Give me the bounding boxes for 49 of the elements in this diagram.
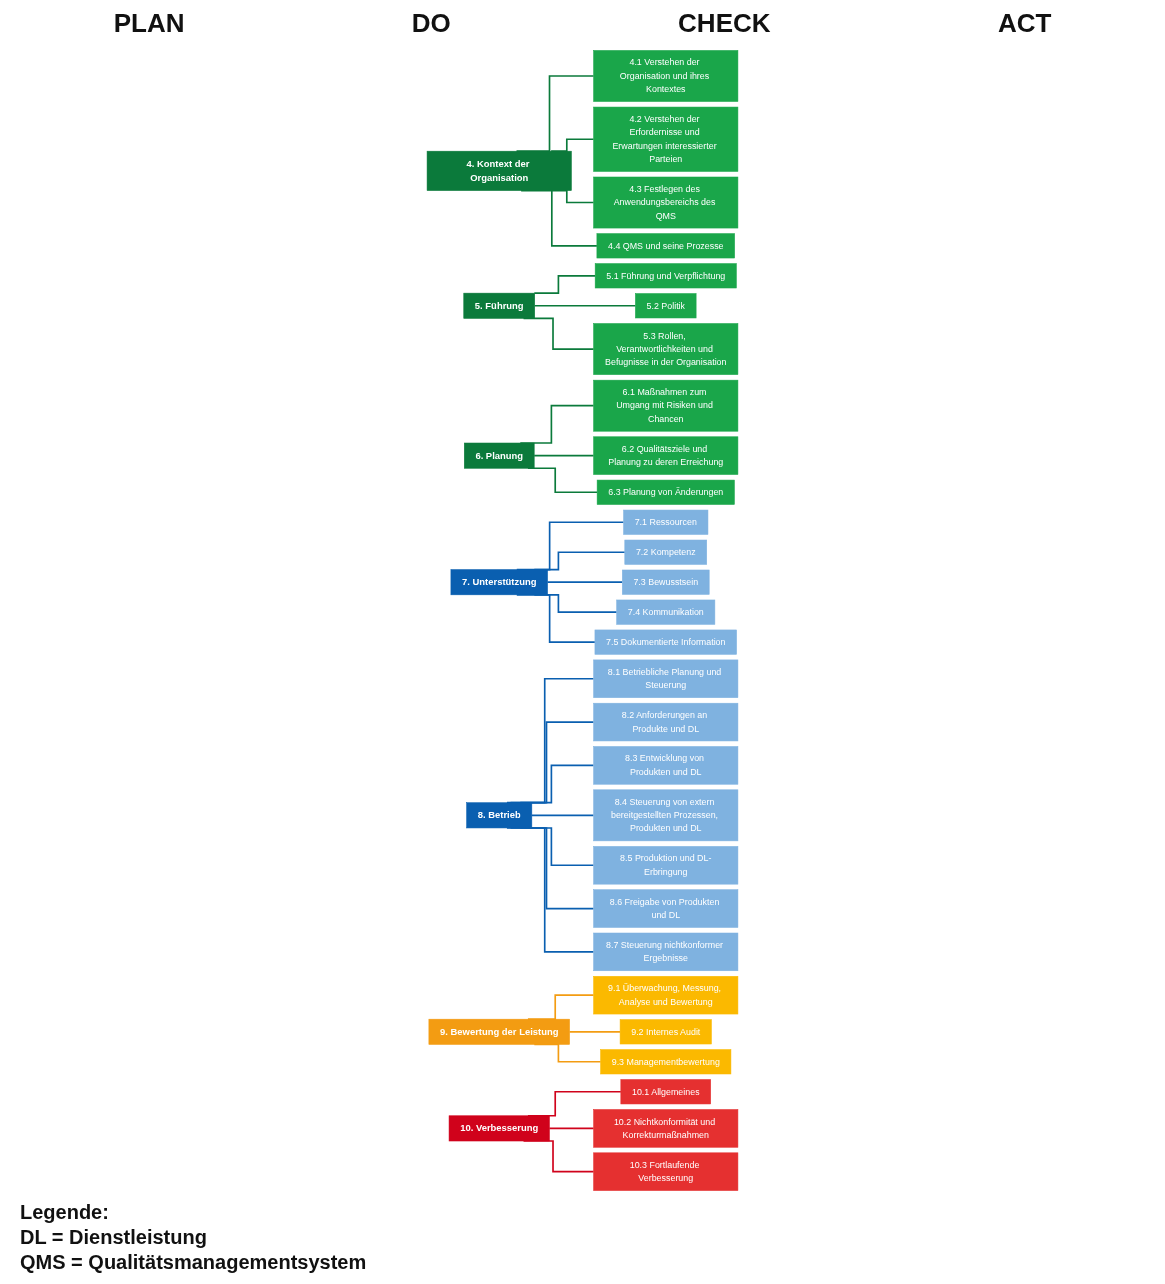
node-box: 9.1 Überwachung, Messung, Analyse und Bewertung [593, 976, 739, 1015]
node-box: 10.1 Allgemeines [620, 1079, 711, 1105]
node-box: 5.2 Politik [635, 293, 697, 319]
connector [568, 1030, 621, 1033]
node-box: 7.5 Dokumentierte Information [594, 629, 737, 655]
legend-text: DL = Dienstleistung [20, 1226, 208, 1249]
node-box: 8.6 Freigabe von Produkten und DL [593, 889, 739, 928]
node-box: 8.1 Betriebliche Planung und Steuerung [593, 659, 739, 698]
node-box: 9.2 Internes Audit [619, 1019, 712, 1045]
node-box: 8. Betrieb [466, 802, 533, 829]
node-box: 8.3 Entwicklung von Produkten und DL [593, 746, 739, 785]
connector [533, 274, 596, 294]
connector [546, 581, 624, 584]
node-box: 7. Unterstützung [450, 569, 548, 596]
connector [548, 1127, 595, 1130]
legend-text: QMS = Qualitätsmanagementsystem [20, 1251, 368, 1274]
node-box: 8.5 Produktion und DL-Erbringung [593, 846, 739, 885]
node-box: 6.2 Qualitätsziele und Planung zu deren Erreichung [593, 436, 739, 475]
node-box: 6.3 Planung von Änderungen [596, 479, 735, 505]
node-box: 8.4 Steuerung von extern bereitgestellten Prozessen, Produkten und DL [593, 789, 739, 842]
phase-heading: PLAN [113, 7, 185, 39]
node-box: 4.2 Verstehen der Erfordernisse und Erwartungen interessierter Parteien [593, 106, 739, 172]
node-box: 8.7 Steuerung nichtkonformer Ergebnisse [593, 932, 739, 972]
node-box: 4.3 Festlegen des Anwendungsbereichs des QMS [593, 176, 739, 229]
node-box: 6. Planung [464, 442, 535, 469]
node-box: 7.1 Ressourcen [623, 509, 709, 535]
connector [533, 454, 595, 457]
node-box: 6.1 Maßnahmen zum Umgang mit Risiken und Chancen [593, 379, 739, 432]
connector [533, 304, 637, 307]
node-box: 10.3 Fortlaufende Verbesserung [593, 1152, 739, 1191]
node-box: 5.3 Rollen, Verantwortlichkeiten und Befugnisse in der Organisation [593, 323, 739, 375]
node-box: 4.1 Verstehen der Organisation und ihres Kontextes [593, 50, 739, 102]
node-box: 7.4 Kommunikation [616, 599, 716, 625]
node-box: 5. Führung [463, 292, 535, 319]
node-box: 7.2 Kompetenz [624, 539, 707, 565]
node-box: 4.4 QMS und seine Prozesse [596, 233, 735, 259]
node-box: 4. Kontext der Organisation [426, 150, 572, 191]
node-box: 7.3 Bewusstsein [622, 569, 710, 595]
phase-heading: ACT [997, 7, 1052, 39]
phase-heading: DO [411, 7, 451, 39]
node-box: 9.3 Managementbewertung [600, 1049, 732, 1075]
node-box: 5.1 Führung und Verpflichtung [594, 263, 737, 289]
node-box: 10.2 Nichtkonformität und Korrekturmaßnahmen [593, 1109, 739, 1148]
connector [531, 814, 595, 817]
legend-text: Legende: [20, 1201, 110, 1224]
node-box: 8.2 Anforderungen an Produkte und DL [593, 702, 739, 742]
node-box: 9. Bewertung der Leistung [428, 1018, 570, 1045]
node-box: 10. Verbesserung [448, 1115, 550, 1142]
phase-heading: CHECK [678, 7, 771, 39]
